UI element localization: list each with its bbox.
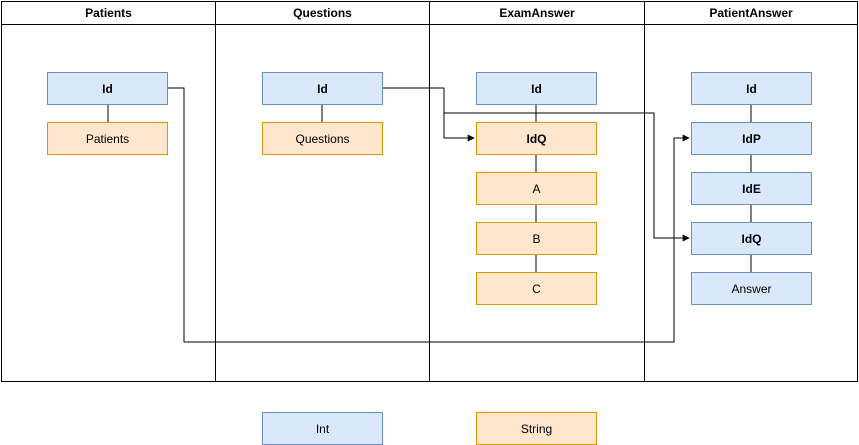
exam-idq-field[interactable]: IdQ bbox=[476, 122, 597, 155]
exam-a-field[interactable]: A bbox=[476, 172, 597, 205]
lane-patientanswer-title: PatientAnswer bbox=[645, 2, 857, 25]
lane-examanswer-title: ExamAnswer bbox=[430, 2, 644, 25]
legend-string: String bbox=[476, 412, 597, 445]
legend-int: Int bbox=[262, 412, 383, 445]
exam-b-field[interactable]: B bbox=[476, 222, 597, 255]
pa-id-field[interactable]: Id bbox=[691, 72, 812, 105]
lane-questions: Questions bbox=[215, 1, 430, 382]
lane-patients: Patients bbox=[1, 1, 216, 382]
pa-idp-field[interactable]: IdP bbox=[691, 122, 812, 155]
questions-id-field[interactable]: Id bbox=[262, 72, 383, 105]
patients-id-field[interactable]: Id bbox=[47, 72, 168, 105]
lane-patients-title: Patients bbox=[2, 2, 215, 25]
patients-name-field[interactable]: Patients bbox=[47, 122, 168, 155]
pa-ide-field[interactable]: IdE bbox=[691, 172, 812, 205]
pa-idq-field[interactable]: IdQ bbox=[691, 222, 812, 255]
lane-questions-title: Questions bbox=[216, 2, 429, 25]
exam-id-field[interactable]: Id bbox=[476, 72, 597, 105]
exam-c-field[interactable]: C bbox=[476, 272, 597, 305]
questions-name-field[interactable]: Questions bbox=[262, 122, 383, 155]
pa-answer-field[interactable]: Answer bbox=[691, 272, 812, 305]
